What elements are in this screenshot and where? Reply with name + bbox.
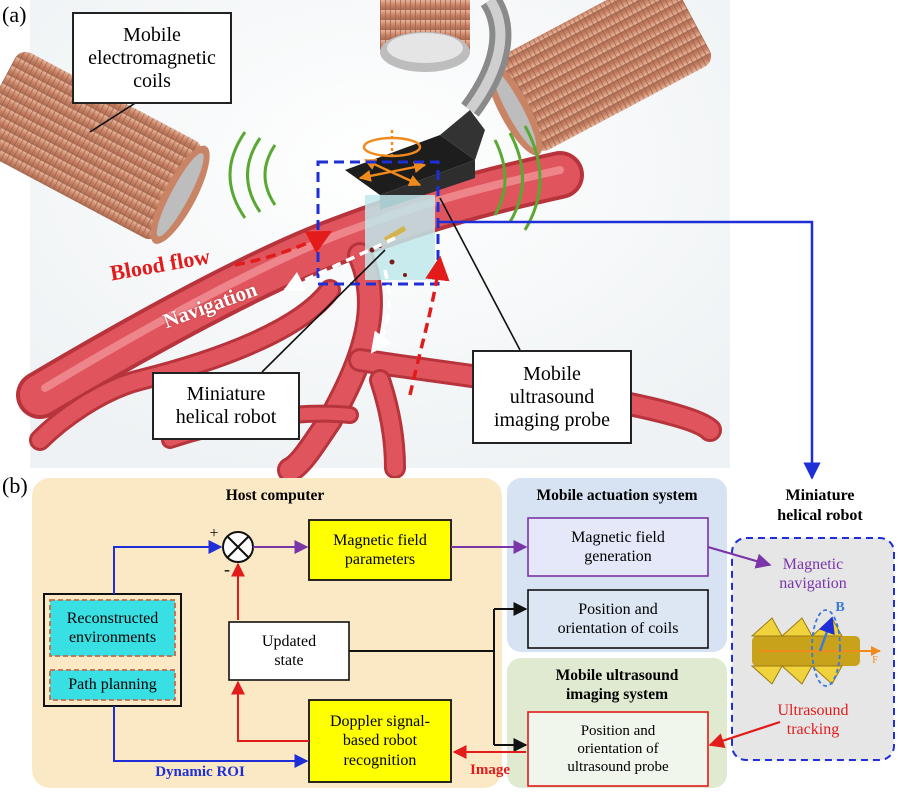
- host-computer-title: Host computer: [225, 487, 325, 504]
- planning-to-doppler-arrow: [113, 706, 309, 768]
- image-label: Image: [470, 762, 510, 779]
- field-arcs-left: [228, 131, 277, 219]
- panel-a: [0, 0, 821, 483]
- panel-a-label: (a): [2, 2, 27, 27]
- imaging-plane: [365, 195, 435, 280]
- field-arcs-right: [493, 125, 542, 231]
- robot-link-arrow: [438, 220, 821, 480]
- robot-title: Miniature helical robot: [777, 487, 863, 524]
- field-generation-box: Magnetic field generation: [571, 528, 665, 565]
- probe-motion-arrows: [358, 130, 427, 187]
- reconstructed-environments-box: Reconstructed environments: [66, 609, 159, 646]
- ultrasound-tracking-label: Ultrasound tracking: [777, 701, 849, 738]
- path-planning-box: Path planning: [68, 676, 157, 694]
- left-coil: [0, 51, 210, 244]
- planning-to-sum-arrow: [113, 540, 223, 594]
- planning-group: [43, 593, 182, 707]
- callout-probe: Mobile ultrasound imaging probe: [472, 350, 632, 444]
- plus-sign: +: [209, 524, 219, 542]
- doppler-to-state-arrow: [231, 680, 309, 742]
- panel-b-label: (b): [2, 473, 28, 498]
- helical-robot-illustration: [750, 609, 881, 687]
- blood-flow-arrow-right: [408, 255, 450, 396]
- callout-coils: Mobile electromagnetic coils: [72, 12, 232, 104]
- doppler-recognition-box: Doppler signal- based robot recognition: [330, 713, 430, 769]
- updated-state-box: Updated state: [261, 632, 317, 669]
- actuation-title: Mobile actuation system: [536, 487, 698, 504]
- blood-vessels: [16, 151, 722, 483]
- callout-robot: Miniature helical robot: [152, 372, 300, 440]
- robot-to-probe-arrow: [708, 720, 781, 748]
- panel-b: [32, 478, 895, 788]
- magnetic-parameters-box: Magnetic field parameters: [333, 531, 427, 568]
- b-field-label: B: [835, 599, 845, 615]
- top-coil: [380, 0, 470, 72]
- magnetic-navigation-label: Magnetic navigation: [779, 555, 847, 592]
- navigation-arrow-down: [370, 269, 392, 354]
- blood-flow-arrow-left: [234, 230, 333, 267]
- ultrasound-title: Mobile ultrasound imaging system: [555, 667, 679, 704]
- coils-pose-box: Position and orientation of coils: [557, 600, 679, 637]
- navigation-arrow-left: [283, 236, 396, 292]
- dynamic-roi-label: Dynamic ROI: [155, 764, 245, 781]
- force-label: F: [872, 655, 878, 667]
- generation-to-robot-arrow: [707, 545, 772, 569]
- minus-sign: -: [224, 558, 230, 579]
- probe-pose-box: Position and orientation of ultrasound p…: [567, 723, 669, 775]
